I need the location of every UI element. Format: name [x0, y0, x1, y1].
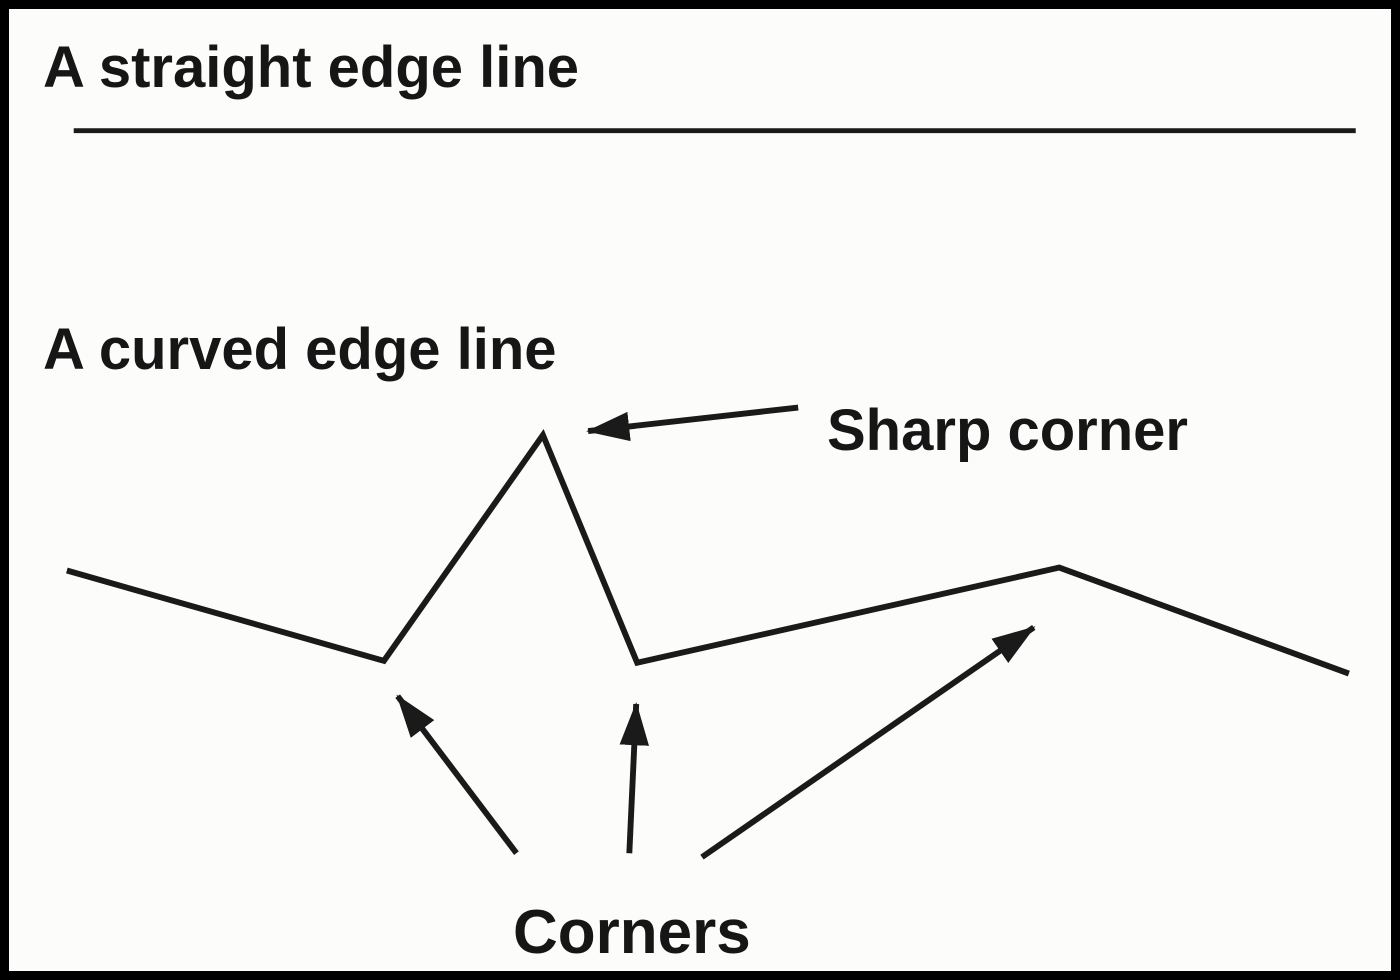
sharp-corner-arrow — [586, 404, 799, 442]
sharp-corner-label: Sharp corner — [827, 398, 1188, 463]
corners-label: Corners — [513, 898, 751, 967]
straight-edge-label: A straight edge line — [43, 35, 580, 100]
diagram-canvas — [66, 128, 1356, 860]
corner-arrow-left — [395, 694, 519, 855]
corner-arrow-right — [700, 625, 1036, 860]
curved-edge-polyline — [66, 428, 1350, 677]
corner-arrow-middle — [619, 702, 650, 854]
curved-edge-label: A curved edge line — [43, 317, 557, 382]
